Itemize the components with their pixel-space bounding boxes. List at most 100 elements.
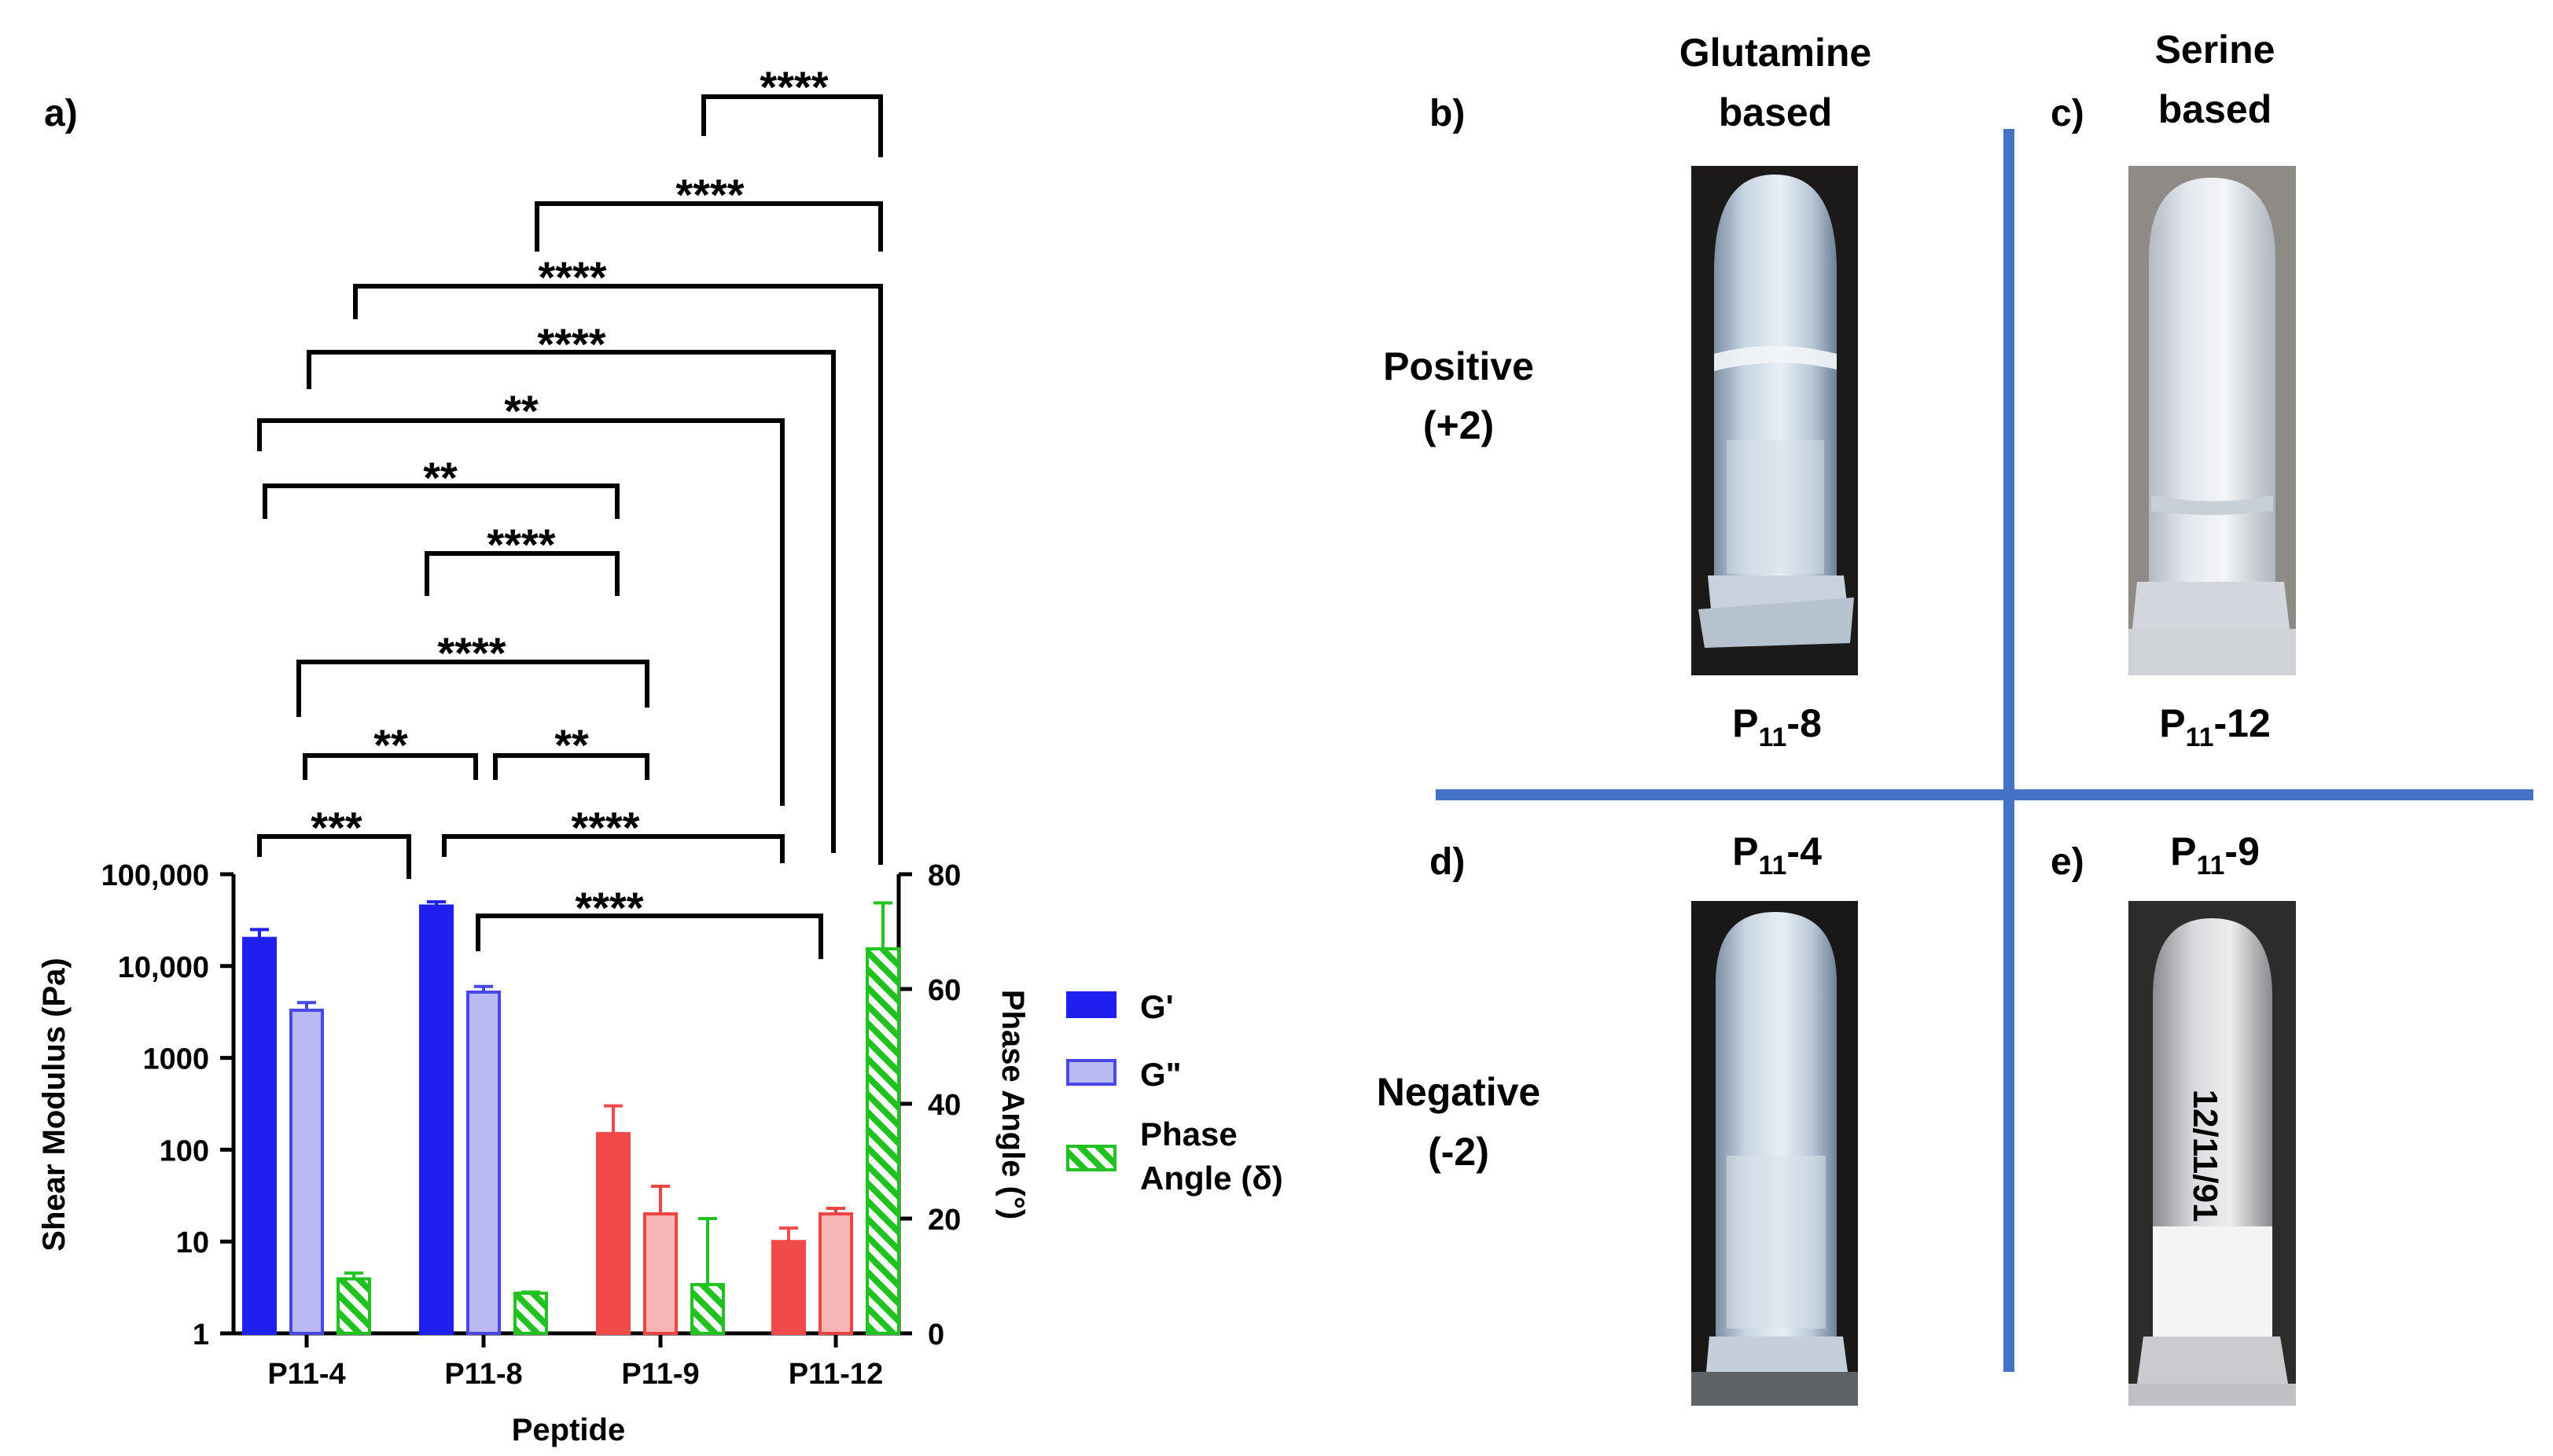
legend-swatch-gdoubleprime xyxy=(1066,1059,1116,1086)
bar-p11-9-series0 xyxy=(596,1131,631,1335)
bar-p11-8-series2 xyxy=(513,1291,548,1336)
photo-label-b-sub: 11 xyxy=(1758,722,1786,752)
y-left-tick-label: 1 xyxy=(193,1318,209,1351)
row-header-negative-line2: (-2) xyxy=(1428,1130,1489,1174)
significance-bracket xyxy=(442,834,785,863)
col-header-glutamine-line1: Glutamine xyxy=(1679,31,1871,75)
panel-label-e: e) xyxy=(2051,841,2084,883)
significance-label: **** xyxy=(575,883,643,932)
photo-label-c-sub: 11 xyxy=(2186,722,2214,752)
significance-bracket xyxy=(257,418,785,806)
significance-brackets: ****************************************… xyxy=(257,62,883,959)
bar-p11-8-series1 xyxy=(466,990,501,1336)
significance-bracket xyxy=(303,753,478,780)
x-tick-label: P11-4 xyxy=(267,1358,345,1391)
photo-d-p11-4-tube xyxy=(1691,901,1858,1406)
x-tick-label: P11-9 xyxy=(621,1358,699,1391)
significance-bracket xyxy=(263,483,620,519)
row-header-negative-line1: Negative xyxy=(1377,1070,1540,1114)
row-header-positive-line2: (+2) xyxy=(1423,403,1494,447)
tube-e-handwriting: 12/11/91 xyxy=(2186,1090,2224,1223)
col-header-glutamine-line2: based xyxy=(1719,90,1833,134)
y-left-tick-label: 10,000 xyxy=(118,951,209,984)
photo-label-e-sub: 11 xyxy=(2196,851,2224,881)
y-axis-left-ticks: 1 10 100 1000 10,000 100,000 xyxy=(101,859,234,1351)
significance-label: ** xyxy=(554,720,589,770)
legend-swatch-gprime xyxy=(1066,991,1116,1018)
photo-label-b-suffix: -8 xyxy=(1786,701,1821,745)
photo-b-p11-8-tube xyxy=(1691,166,1858,675)
chart-bars xyxy=(242,900,900,1336)
significance-label: **** xyxy=(760,62,828,112)
significance-bracket xyxy=(353,284,883,865)
bar-p11-8-series0 xyxy=(419,904,454,1335)
bar-p11-4-series0 xyxy=(242,936,277,1335)
bar-p11-9-series2 xyxy=(690,1282,725,1335)
photo-label-e: P11-9 xyxy=(2170,829,2260,881)
significance-label: **** xyxy=(437,628,506,678)
bar-p11-12-series0 xyxy=(771,1240,806,1335)
significance-label: ** xyxy=(504,386,539,436)
bar-p11-9-series1 xyxy=(643,1212,678,1335)
photo-label-e-base: P xyxy=(2170,829,2196,873)
legend-label-phase-line2: Angle (δ) xyxy=(1140,1160,1283,1197)
y-left-tick-label: 100 xyxy=(160,1134,209,1167)
photo-label-b: P11-8 xyxy=(1732,701,1822,752)
y-right-tick-label: 40 xyxy=(928,1089,961,1122)
photo-label-d-sub: 11 xyxy=(1758,851,1786,881)
y-left-tick-label: 1000 xyxy=(142,1043,209,1076)
panel-label-d: d) xyxy=(1429,841,1465,883)
significance-label: **** xyxy=(571,803,639,852)
photo-grid: Glutamine based Serine based Positive (+… xyxy=(1377,28,2533,1406)
photo-label-c-base: P xyxy=(2159,701,2185,745)
y-right-tick-label: 80 xyxy=(928,859,961,892)
panel-label-a: a) xyxy=(44,93,78,134)
x-tick-label: P11-12 xyxy=(789,1358,883,1391)
bar-p11-12-series2 xyxy=(866,947,900,1336)
x-tick-label: P11-8 xyxy=(444,1358,522,1391)
legend-swatch-phase xyxy=(1066,1145,1116,1171)
significance-label: **** xyxy=(487,520,555,569)
bar-p11-4-series2 xyxy=(337,1277,371,1336)
panel-label-c: c) xyxy=(2051,93,2084,134)
col-header-serine-line2: based xyxy=(2158,87,2272,131)
legend-label-gprime: G' xyxy=(1140,988,1174,1025)
significance-bracket xyxy=(296,660,649,717)
y-left-tick-label: 100,000 xyxy=(101,859,209,892)
photo-label-d: P11-4 xyxy=(1732,829,1822,881)
photo-label-b-base: P xyxy=(1732,701,1758,745)
significance-bracket xyxy=(257,834,411,879)
y-right-tick-label: 0 xyxy=(928,1318,944,1351)
col-header-serine-line1: Serine xyxy=(2155,28,2275,72)
y-right-tick-label: 60 xyxy=(928,974,961,1007)
photo-c-p11-12-tube xyxy=(2128,166,2296,675)
significance-bracket xyxy=(476,914,823,959)
photo-e-p11-9-tube: 12/11/91 xyxy=(2128,901,2296,1406)
significance-label: *** xyxy=(311,803,362,852)
panel-label-b: b) xyxy=(1429,93,1465,134)
y-axis-right-label: Phase Angle (°) xyxy=(995,990,1030,1219)
significance-bracket xyxy=(307,350,836,853)
significance-label: **** xyxy=(538,252,606,302)
legend-label-gdoubleprime: G" xyxy=(1140,1056,1182,1093)
y-left-tick-label: 10 xyxy=(176,1226,209,1259)
photo-label-d-base: P xyxy=(1732,829,1758,873)
bar-p11-4-series1 xyxy=(289,1009,324,1336)
photo-label-c-suffix: -12 xyxy=(2214,701,2271,745)
significance-bracket xyxy=(701,94,883,157)
photo-label-c: P11-12 xyxy=(2159,701,2271,752)
significance-label: **** xyxy=(537,319,605,369)
significance-label: ** xyxy=(423,453,458,502)
row-header-positive-line1: Positive xyxy=(1383,344,1534,388)
y-axis-left-label: Shear Modulus (Pa) xyxy=(37,958,72,1251)
chart-legend: G' G" Phase Angle (δ) xyxy=(1066,988,1283,1197)
significance-label: **** xyxy=(675,170,744,219)
x-axis-ticks: P11-4 P11-8 P11-9 P11-12 xyxy=(267,1333,883,1391)
bar-p11-12-series1 xyxy=(819,1212,853,1335)
significance-bracket xyxy=(535,201,883,252)
significance-label: ** xyxy=(373,720,408,770)
photo-label-d-suffix: -4 xyxy=(1786,829,1822,873)
x-axis-label: Peptide xyxy=(512,1413,625,1447)
